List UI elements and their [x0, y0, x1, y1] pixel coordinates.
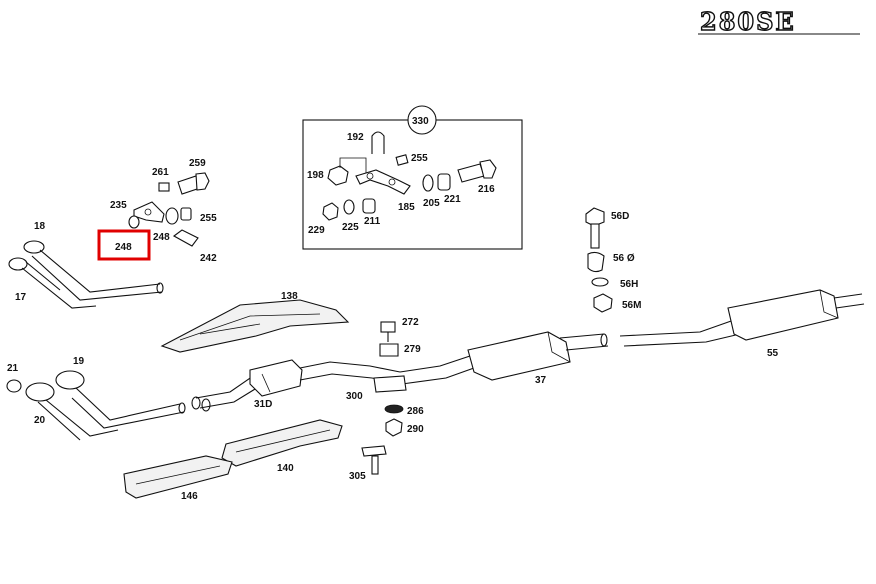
u-bolt-part	[371, 131, 385, 154]
hardware-kit-inset: 330 192 255 198 185 205 221 216 229 225 …	[302, 105, 523, 250]
front-pipe-upper: 18 17	[8, 221, 164, 309]
label-225: 225	[342, 222, 359, 233]
label-37: 37	[535, 375, 547, 386]
label-255a: 255	[411, 153, 428, 164]
clamp-272-279: 272 279	[379, 317, 421, 357]
highlight-box-248[interactable]	[97, 229, 151, 261]
label-330: 330	[412, 116, 429, 127]
bushing-part	[395, 154, 409, 166]
rear-hanger-300: 300 286 290	[346, 375, 424, 437]
label-138: 138	[281, 291, 298, 302]
label-279: 279	[404, 344, 421, 355]
label-56h: 56H	[620, 279, 638, 290]
label-205: 205	[423, 198, 440, 209]
label-290: 290	[407, 424, 424, 435]
label-211: 211	[364, 216, 381, 227]
washer-225-part	[343, 199, 355, 215]
label-248b: 248	[153, 232, 170, 243]
bolt-305: 305	[349, 445, 387, 482]
label-146: 146	[181, 491, 198, 502]
label-286: 286	[407, 406, 424, 417]
label-235: 235	[110, 200, 127, 211]
label-56d: 56D	[611, 211, 629, 222]
label-56m: 56M	[622, 300, 641, 311]
label-17: 17	[15, 292, 27, 303]
nut-part	[327, 165, 349, 186]
rubber-mount-56: 56D 56 Ø 56H 56M	[585, 207, 641, 313]
label-221: 221	[444, 194, 461, 205]
label-259: 259	[189, 158, 206, 169]
model-badge: 280SE	[700, 7, 796, 36]
label-216: 216	[478, 184, 495, 195]
label-261: 261	[152, 167, 169, 178]
heat-shield-140: 140	[221, 419, 343, 474]
bracket-part	[355, 169, 411, 195]
label-56-quad: 56 Ø	[613, 253, 635, 264]
label-185: 185	[398, 202, 415, 213]
label-229: 229	[308, 225, 325, 236]
label-21: 21	[7, 363, 19, 374]
bushing-211-part	[362, 198, 376, 214]
label-300: 300	[346, 391, 363, 402]
label-140: 140	[277, 463, 294, 474]
label-55: 55	[767, 348, 779, 359]
label-255b: 255	[200, 213, 217, 224]
front-hanger-hardware: 261 259 235 248 255 242	[110, 158, 217, 264]
heat-shield-138: 138	[160, 291, 350, 353]
label-31d: 31D	[254, 399, 272, 410]
label-242: 242	[200, 253, 217, 264]
label-19: 19	[73, 356, 85, 367]
washer-part	[422, 174, 434, 192]
label-20: 20	[34, 415, 46, 426]
label-305: 305	[349, 471, 366, 482]
bolt-part	[457, 163, 485, 183]
rubber-bushing-part	[437, 173, 451, 191]
label-198: 198	[307, 170, 324, 181]
label-248-highlighted: 248	[115, 242, 132, 253]
label-272: 272	[402, 317, 419, 328]
front-pipe-lower: 19 21 20	[6, 356, 186, 441]
label-18: 18	[34, 221, 46, 232]
nut-229-part	[322, 202, 339, 221]
label-192: 192	[347, 132, 364, 143]
heat-shield-146: 146	[123, 455, 233, 502]
